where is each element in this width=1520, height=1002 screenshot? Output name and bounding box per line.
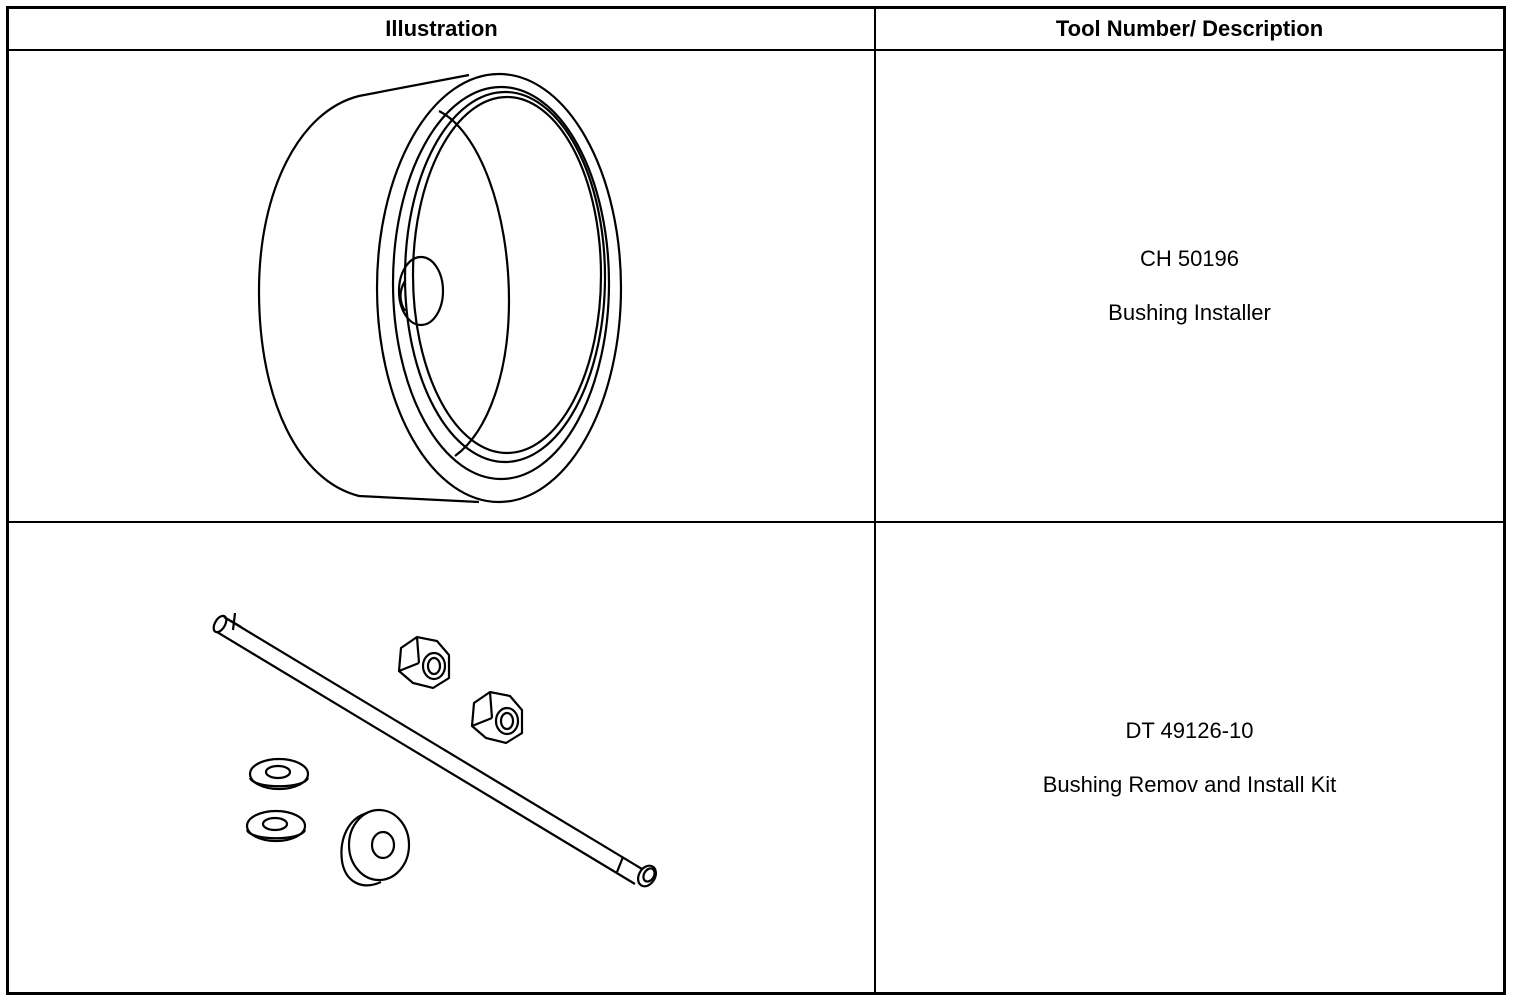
tool-number-dt-49126-10: DT 49126-10 — [1125, 717, 1254, 743]
flat-washer-icon — [245, 809, 307, 843]
flat-washer-icon — [248, 757, 310, 791]
spacer-bushing-icon — [340, 808, 411, 887]
tool-number-ch-50196: CH 50196 — [1139, 246, 1240, 271]
threaded-rod-icon — [212, 612, 657, 888]
tool-description-bushing-kit: Bushing Remov and Install Kit — [1042, 771, 1337, 797]
bushing-installer-cup-icon — [257, 72, 623, 504]
row-2-description-cell: DT 49126-10 Bushing Remov and Install Ki… — [876, 523, 1503, 992]
tool-description-bushing-installer: Bushing Installer — [1108, 300, 1271, 325]
hex-nut-icon — [470, 690, 524, 745]
row-1-illustration-cell — [9, 51, 876, 523]
header-tool-description-label: Tool Number/ Description — [1055, 16, 1324, 41]
header-illustration: Illustration — [9, 9, 876, 51]
header-illustration-label: Illustration — [385, 16, 498, 41]
header-tool-description: Tool Number/ Description — [876, 9, 1503, 51]
row-2-illustration-cell — [9, 523, 876, 992]
hex-nut-icon — [397, 635, 451, 690]
tool-table: Illustration Tool Number/ Description CH… — [6, 6, 1506, 995]
row-1-description-cell: CH 50196 Bushing Installer — [876, 51, 1503, 523]
bushing-kit-icon — [212, 612, 657, 888]
